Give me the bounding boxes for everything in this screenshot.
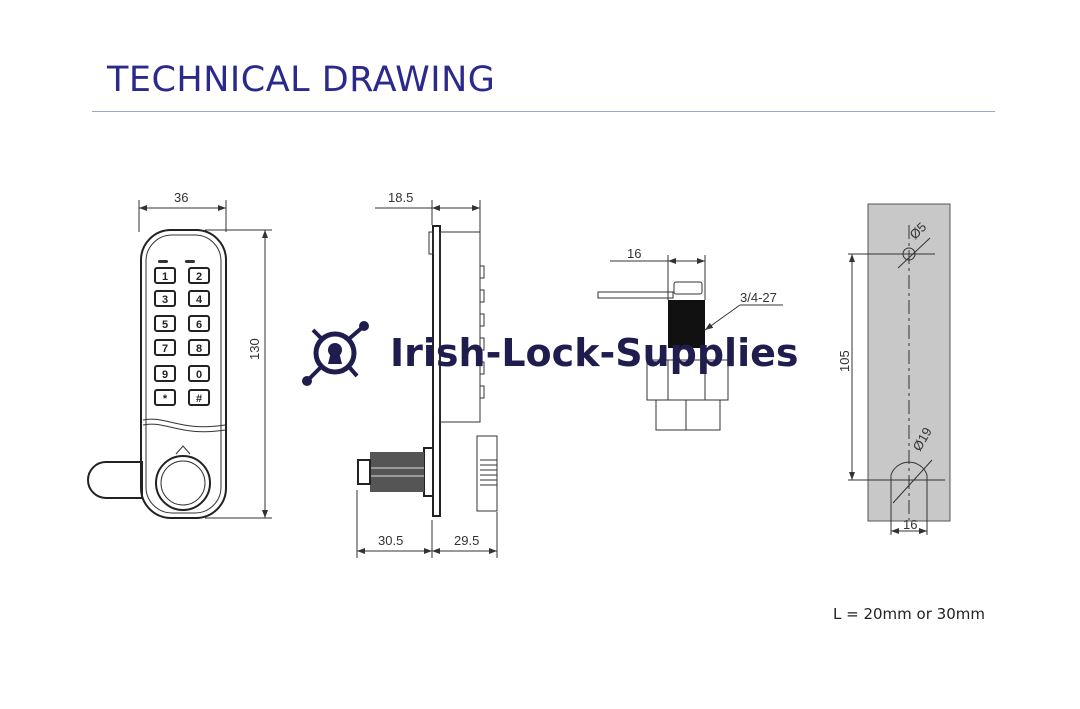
watermark-text: Irish-Lock-Supplies xyxy=(390,331,799,375)
cam-width-dimension: 16 xyxy=(627,246,641,261)
slot-width-dimension: 16 xyxy=(903,517,917,532)
keypad-key xyxy=(154,389,176,406)
page-title: TECHNICAL DRAWING xyxy=(107,60,496,100)
spacing-dimension: 105 xyxy=(837,350,852,372)
width-dimension: 36 xyxy=(174,190,188,205)
keypad-key-label: 0 xyxy=(196,369,202,381)
thread-label: 3/4-27 xyxy=(740,290,777,305)
keypad-key-label: 7 xyxy=(162,343,168,355)
keypad-key xyxy=(154,290,176,307)
keypad-key-label: 8 xyxy=(196,343,202,355)
bolt xyxy=(87,461,143,499)
keypad: 1 2 3 4 5 6 7 8 9 0 * # xyxy=(154,267,210,406)
title-divider xyxy=(92,111,995,112)
keypad-key-label: 2 xyxy=(196,271,202,283)
keypad-key-label: 4 xyxy=(196,294,203,306)
keypad-key-label: 3 xyxy=(162,294,168,306)
keypad-key-label: 1 xyxy=(162,271,168,283)
front-view: 36 130 1 2 3 4 5 6 7 8 9 0 * # xyxy=(87,190,272,519)
side-view: 18.5 30.5 29.5 xyxy=(356,190,498,558)
keypad-key xyxy=(154,315,176,332)
keypad-key-label: 9 xyxy=(162,369,168,381)
keypad-key xyxy=(188,290,210,307)
keypad-key xyxy=(188,389,210,406)
keypad-key-label: * xyxy=(163,393,168,405)
depth-dimension: 18.5 xyxy=(388,190,413,205)
keypad-key xyxy=(188,365,210,382)
watermark: Irish-Lock-Supplies xyxy=(302,321,799,386)
keypad-key xyxy=(154,365,176,382)
keypad-key xyxy=(154,267,176,284)
keypad-key-label: # xyxy=(196,393,202,405)
length-note: L = 20mm or 30mm xyxy=(833,605,985,623)
lock-body xyxy=(140,229,227,519)
keyhole-logo-icon xyxy=(302,321,369,386)
keypad-key xyxy=(188,267,210,284)
height-dimension: 130 xyxy=(247,338,262,360)
knob xyxy=(155,455,211,511)
cutout-view: Ø5 105 Ø19 16 xyxy=(837,203,951,535)
keypad-key xyxy=(188,315,210,332)
keypad-key-label: 6 xyxy=(196,319,202,331)
cam-view: 16 3/4-27 xyxy=(597,246,783,431)
keypad-key xyxy=(154,339,176,356)
keypad-key xyxy=(188,339,210,356)
keypad-key-label: 5 xyxy=(162,319,168,331)
cam-dimension: 30.5 xyxy=(378,533,403,548)
back-dimension: 29.5 xyxy=(454,533,479,548)
